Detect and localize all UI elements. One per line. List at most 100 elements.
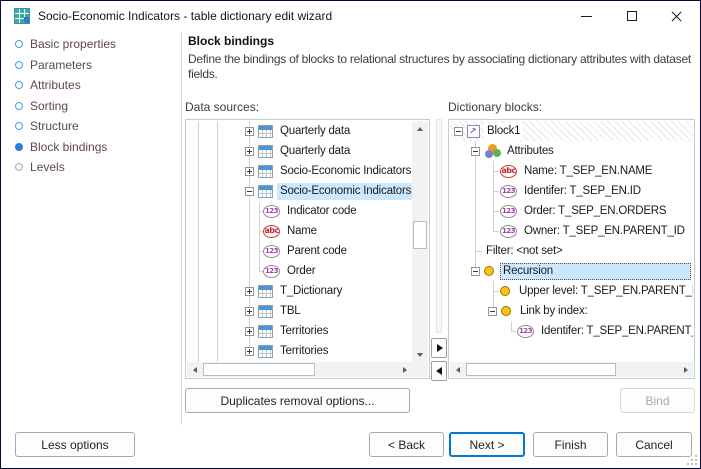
tree-guide-line (493, 231, 499, 232)
tree-item[interactable]: Owner: T_SEP_EN.PARENT_ID (450, 221, 693, 241)
tree-item[interactable]: T_Dictionary (187, 281, 412, 301)
sidebar-step-parameters[interactable]: Parameters (1, 55, 181, 76)
expand-plus-icon[interactable] (245, 326, 254, 336)
tree-item[interactable]: Territories (187, 341, 412, 361)
table-icon (258, 304, 273, 318)
finish-button[interactable]: Finish (533, 432, 608, 457)
tree-item-label: Identifer: T_SEP_EN.ID (524, 184, 641, 197)
scroll-left-button[interactable] (450, 362, 465, 377)
page-title: Block bindings (188, 34, 275, 48)
right-arrow-icon (436, 344, 443, 352)
tree-item-label: TBL (280, 304, 301, 317)
sidebar-step-block-bindings[interactable]: Block bindings (1, 137, 181, 158)
minimize-button[interactable] (564, 2, 609, 30)
expand-plus-icon[interactable] (245, 166, 254, 176)
left-arrow-icon (455, 366, 460, 373)
expand-plus-icon[interactable] (245, 126, 254, 136)
step-label: Levels (30, 160, 65, 175)
collapse-minus-icon[interactable] (245, 186, 254, 196)
tree-item[interactable]: Socio-Economic Indicators (187, 181, 412, 201)
scroll-right-button[interactable] (397, 362, 412, 377)
tree-item[interactable]: Territories (187, 321, 412, 341)
collapse-minus-icon[interactable] (471, 146, 480, 156)
tree-item-label: Attributes (507, 144, 554, 157)
left-arrow-icon (435, 367, 442, 375)
tree-item[interactable]: Recursion (450, 261, 693, 281)
tree-item-label: Socio-Economic Indicators (280, 164, 412, 177)
collapse-minus-icon[interactable] (488, 306, 497, 316)
num-icon (517, 324, 534, 338)
resize-grip[interactable] (686, 454, 697, 465)
tree-item[interactable]: Indicator code (187, 201, 412, 221)
tree-guide-line (493, 291, 499, 292)
expand-plus-icon[interactable] (245, 146, 254, 156)
table-icon (258, 184, 273, 198)
bullet-icon (484, 266, 494, 276)
collapse-minus-icon[interactable] (454, 126, 463, 136)
tree-item[interactable]: Parent code (187, 241, 412, 261)
tree-item-label: Quarterly data (280, 124, 351, 137)
titlebar[interactable]: Socio-Economic Indicators - table dictio… (1, 1, 700, 31)
move-left-button[interactable] (431, 361, 447, 381)
sidebar-step-attributes[interactable]: Attributes (1, 75, 181, 96)
app-icon (14, 8, 30, 24)
scrollbar-thumb[interactable] (203, 363, 315, 376)
tree-item[interactable]: Link by index: (450, 301, 693, 321)
tree-guide-line (493, 191, 499, 192)
vertical-scrollbar[interactable] (412, 121, 428, 362)
less-options-button[interactable]: Less options (15, 432, 135, 457)
tree-item[interactable]: Quarterly data (187, 121, 412, 141)
tree-item[interactable]: Name (187, 221, 412, 241)
expand-plus-icon[interactable] (245, 286, 254, 296)
step-bullet-icon (15, 81, 23, 90)
sidebar-step-levels[interactable]: Levels (1, 157, 181, 178)
scroll-left-button[interactable] (187, 362, 202, 377)
close-icon (670, 10, 683, 23)
expand-plus-icon[interactable] (245, 346, 254, 356)
bind-button[interactable]: Bind (620, 388, 695, 413)
scroll-right-button[interactable] (678, 362, 693, 377)
scrollbar-thumb[interactable] (413, 221, 427, 249)
step-bullet-icon (15, 122, 23, 131)
close-button[interactable] (654, 2, 699, 30)
tree-item[interactable]: Order: T_SEP_EN.ORDERS (450, 201, 693, 221)
tree-item[interactable]: Name: T_SEP_EN.NAME (450, 161, 693, 181)
duplicates-removal-options-button[interactable]: Duplicates removal options... (185, 388, 410, 413)
tree-item-label: Upper level: T_SEP_EN.PARENT_ID (519, 284, 693, 297)
tree-item-label: Indicator code (287, 204, 357, 217)
next-button[interactable]: Next > (449, 432, 525, 457)
tree-item[interactable]: Block1 (450, 121, 693, 141)
table-icon (258, 144, 273, 158)
tree-item[interactable]: Attributes (450, 141, 693, 161)
tree-item[interactable]: Filter: <not set> (450, 241, 693, 261)
tree-item[interactable]: Socio-Economic Indicators (187, 161, 412, 181)
sidebar-step-structure[interactable]: Structure (1, 116, 181, 137)
expand-plus-icon[interactable] (245, 306, 254, 316)
tree-guide-line (475, 141, 476, 271)
tree-item[interactable]: Quarterly data (187, 141, 412, 161)
move-right-button[interactable] (431, 338, 447, 358)
num-icon (263, 264, 280, 278)
sidebar-step-sorting[interactable]: Sorting (1, 96, 181, 117)
back-button[interactable]: < Back (369, 432, 444, 457)
table-icon (258, 344, 273, 358)
tree-item-label: Name: T_SEP_EN.NAME (524, 164, 653, 177)
tree-item[interactable]: Identifer: T_SEP_EN.PARENT_ID (450, 321, 693, 341)
tree-item[interactable]: TBL (187, 301, 412, 321)
tree-guide-line (493, 281, 494, 311)
maximize-button[interactable] (609, 2, 654, 30)
sidebar-step-basic-properties[interactable]: Basic properties (1, 34, 181, 55)
step-bullet-icon (15, 40, 23, 49)
horizontal-scrollbar[interactable] (450, 362, 693, 377)
tree-item[interactable]: Identifer: T_SEP_EN.ID (450, 181, 693, 201)
scrollbar-thumb[interactable] (466, 363, 616, 376)
cancel-button[interactable]: Cancel (616, 432, 692, 457)
tree-item[interactable]: Order (187, 261, 412, 281)
scroll-down-button[interactable] (412, 347, 428, 362)
horizontal-scrollbar[interactable] (187, 362, 412, 377)
tree-item[interactable]: Upper level: T_SEP_EN.PARENT_ID (450, 281, 693, 301)
scroll-up-button[interactable] (412, 121, 428, 136)
tree-guide-line (475, 251, 482, 252)
collapse-minus-icon[interactable] (471, 266, 480, 276)
